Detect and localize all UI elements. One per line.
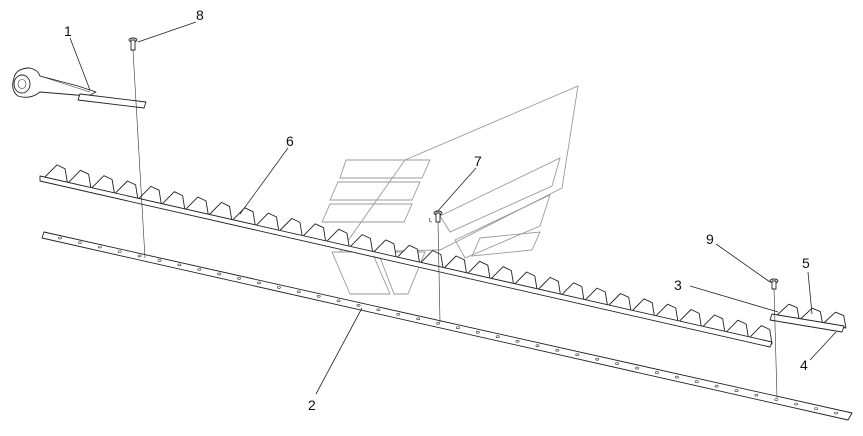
bar-hole [575,353,580,357]
bar-hole [197,268,202,271]
bar-hole [535,344,540,348]
knife-head [12,67,147,109]
bar-hole [754,393,759,397]
bar-hole [774,398,779,401]
bar-hole [495,335,500,339]
bar-hole [78,241,82,244]
watermark-logo [321,85,579,295]
knife-sections-row [39,164,773,348]
bar-hole [794,402,799,406]
rivet-9 [769,278,779,290]
bar-hole [217,272,222,276]
bar-hole [356,303,361,307]
rivet-7 [429,210,443,223]
assembly-axes [132,49,778,399]
bar-hole [137,254,142,258]
bar-hole [515,339,520,343]
bar-hole [58,236,62,240]
bar-hole [117,250,122,253]
callout-5: 5 [802,255,810,271]
bar-hole [694,380,699,383]
bar-hole [834,411,838,415]
bar-hole [416,317,421,321]
bar-hole [814,407,819,410]
bar-hole [177,263,182,267]
callout-3: 3 [674,277,682,293]
end-sections [769,303,847,333]
bar-hole [296,290,301,294]
bar-hole [635,366,639,370]
bar-hole [455,326,460,330]
bar-hole [376,308,381,312]
bar-hole [257,281,261,285]
rivet-8 [128,37,138,51]
bar-hole [336,299,341,303]
callout-8: 8 [196,7,204,23]
callout-7: 7 [474,153,482,169]
bar-hole [396,312,401,316]
bar-hole [555,348,560,352]
bar-hole [615,362,620,365]
callout-2: 2 [308,397,316,413]
leader-lines [69,21,837,395]
callout-labels: 1 2 3 4 5 6 7 8 9 [64,7,810,413]
knife-back-bar [41,231,853,421]
callout-1: 1 [64,23,72,39]
bar-hole [316,294,321,298]
bar-hole [714,384,719,388]
bar-hole [475,330,480,334]
bar-hole [655,371,659,374]
bar-holes [58,236,838,415]
bar-hole [674,375,679,379]
bar-hole [436,321,441,325]
main-sections [43,164,773,345]
bar-hole [237,277,242,280]
bar-hole [97,245,102,249]
bar-hole [734,389,739,392]
callout-9: 9 [706,231,714,247]
bar-hole [157,259,162,262]
bar-hole [595,357,600,361]
callout-4: 4 [800,357,808,373]
callout-6: 6 [286,133,294,149]
bar-hole [276,286,281,289]
